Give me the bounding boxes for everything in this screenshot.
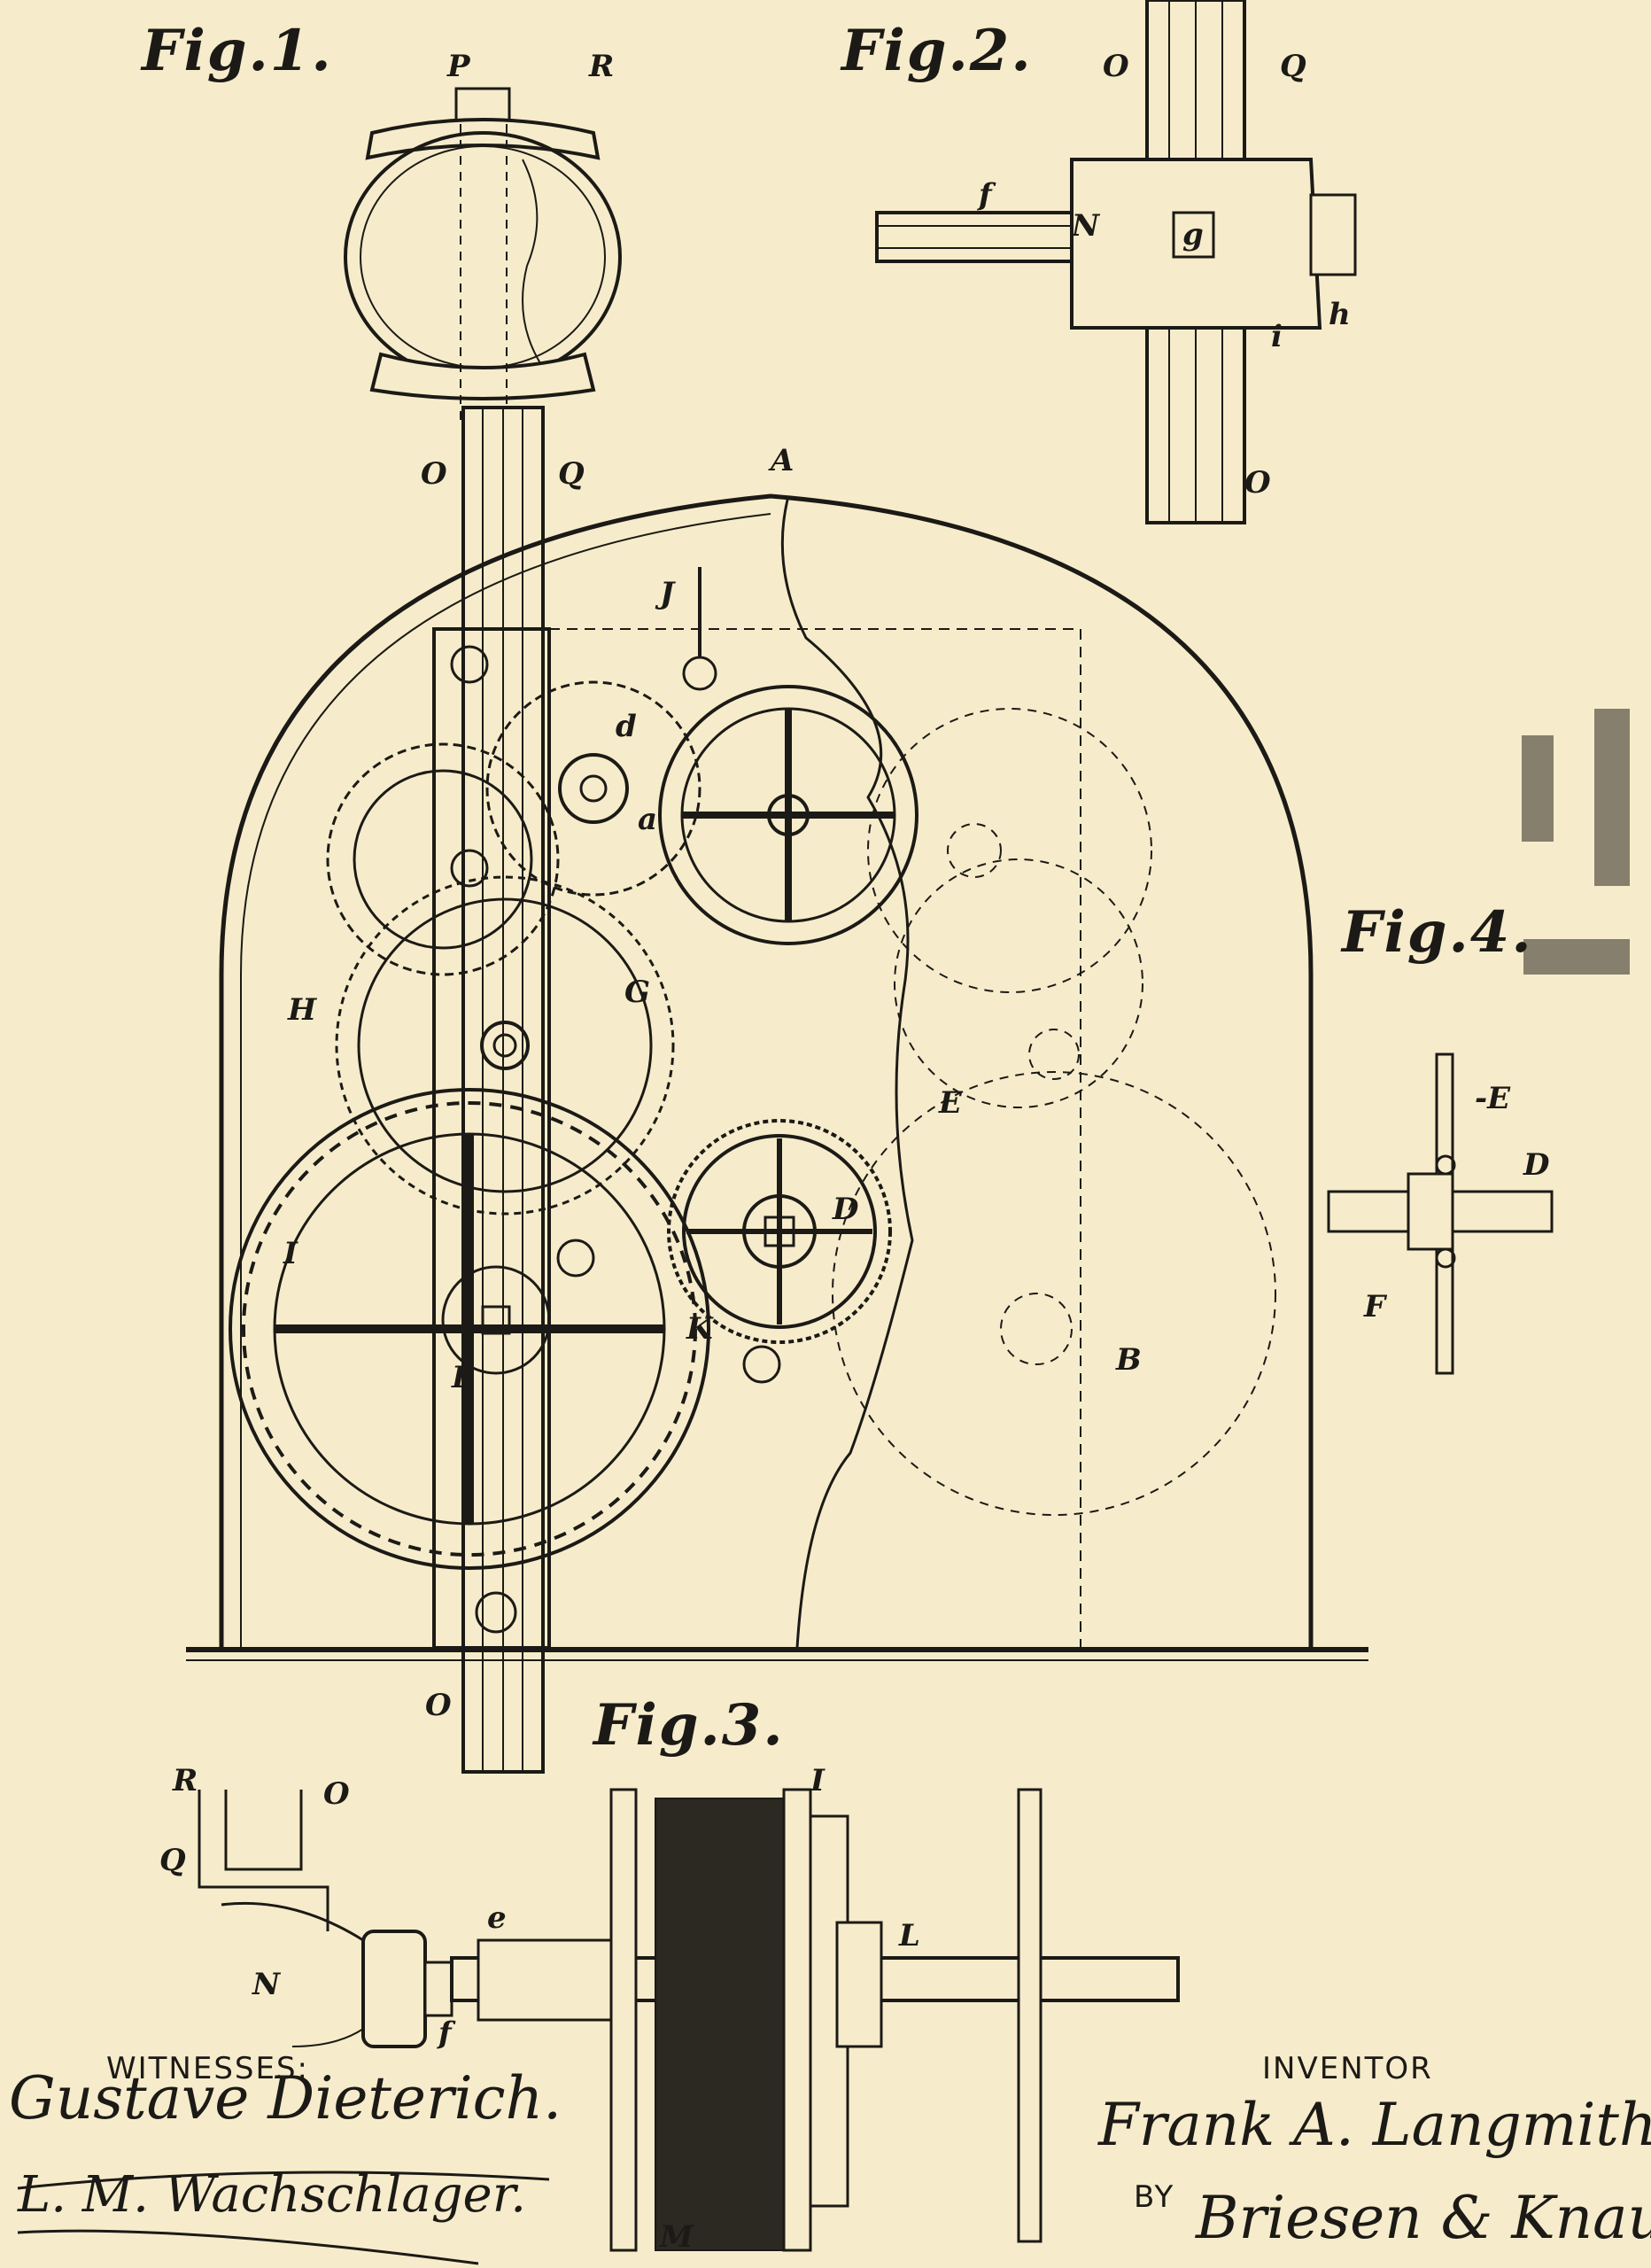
ref-fig2-h: h — [1329, 297, 1351, 332]
ref-fig2-i: i — [1271, 319, 1283, 354]
ink-smudge — [1523, 939, 1630, 975]
inventor-signature: Frank A. Langmith, — [1098, 2091, 1651, 2159]
ref-J: J — [660, 576, 674, 611]
ref-I: I — [283, 1236, 298, 1271]
ref-Q: Q — [558, 456, 585, 492]
ref-fig3-I: I — [810, 1763, 825, 1798]
ink-smudge — [1594, 709, 1630, 886]
ref-fig2-f: f — [979, 177, 992, 213]
ref-fig2-O-top: O — [1103, 49, 1129, 84]
fig2-label: Fig.2. — [841, 18, 1033, 84]
fig4-drawing — [1329, 1054, 1552, 1373]
ref-H: H — [288, 992, 316, 1028]
attorneys-signature: Briesen & Knauth — [1196, 2184, 1651, 2252]
ref-fig3-L: L — [899, 1918, 920, 1953]
ref-D: D — [833, 1192, 858, 1227]
ref-fig4-E: -E — [1475, 1081, 1510, 1116]
ref-fig2-N: N — [1072, 208, 1099, 244]
fig4-label: Fig.4. — [1342, 899, 1533, 966]
ref-fig2-g: g — [1182, 217, 1204, 252]
witness-signature-2: L. M. Wachschlager. — [18, 2166, 526, 2224]
ref-A: A — [771, 443, 794, 478]
ref-E: E — [939, 1085, 962, 1121]
ref-d: d — [616, 709, 637, 744]
ref-fig2-O-bottom: O — [1244, 465, 1271, 501]
ref-fig3-N: N — [252, 1967, 280, 2002]
ref-a: a — [638, 802, 657, 837]
ref-O-top: O — [421, 456, 447, 492]
fig1-label: Fig.1. — [142, 18, 333, 84]
ref-fig3-M: M — [660, 2219, 694, 2255]
ref-P: P — [447, 49, 470, 84]
ref-fig4-F: F — [1364, 1289, 1385, 1324]
inventor-heading: INVENTOR — [1262, 2051, 1433, 2086]
ref-fig3-R: R — [173, 1763, 198, 1798]
ref-G: G — [624, 975, 650, 1010]
lamp-globe — [345, 89, 620, 425]
ref-fig3-O: O — [323, 1776, 350, 1812]
ref-B: B — [1116, 1342, 1142, 1378]
ref-R: R — [589, 49, 614, 84]
ref-K: K — [686, 1311, 713, 1347]
gear-D — [669, 1121, 890, 1342]
ink-smudge — [1522, 735, 1554, 842]
back-wheels — [833, 709, 1275, 1515]
clock-case — [221, 496, 1311, 1648]
ref-fig3-f: f — [438, 2016, 452, 2051]
fig3-label: Fig.3. — [593, 1692, 785, 1759]
ref-fig4-D: D — [1523, 1147, 1549, 1183]
ref-fig2-Q: Q — [1280, 49, 1306, 84]
ref-O-bottom: O — [425, 1688, 452, 1723]
witness-signature-1: Gustave Dieterich. — [9, 2064, 562, 2132]
ref-L: L — [452, 1360, 473, 1395]
ref-fig3-Q: Q — [159, 1843, 186, 1878]
by-label: BY — [1134, 2179, 1174, 2215]
back-plate — [549, 629, 1081, 1648]
ref-fig3-e: e — [487, 1900, 507, 1936]
gear-I — [230, 1090, 709, 1568]
